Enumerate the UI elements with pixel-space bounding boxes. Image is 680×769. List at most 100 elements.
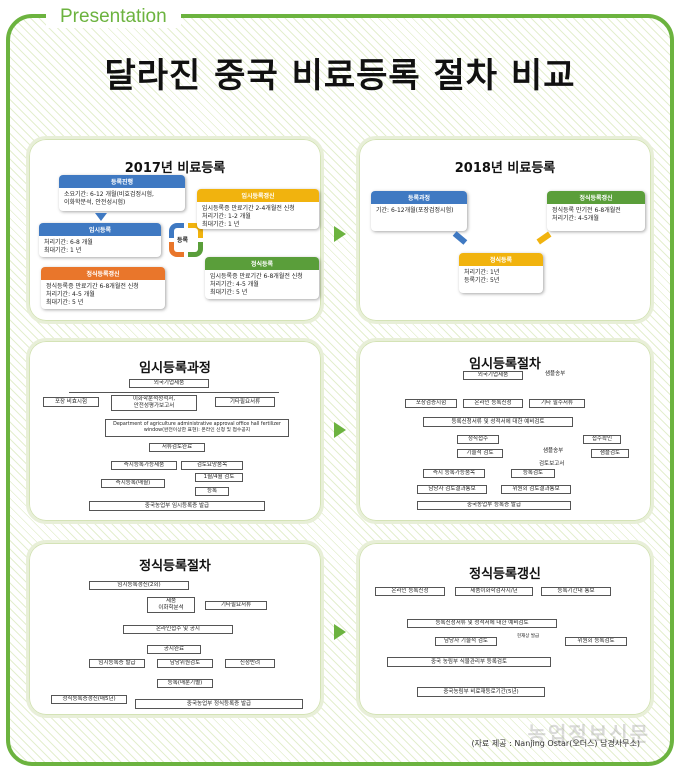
flow-node: 신청반려 [225,659,275,668]
panel-2018: 2018년 비료등록 등록과정 기간: 6-12개월(포장검정시험) 정식등록 … [356,136,654,324]
card-header: 정식등록갱신 [547,191,645,204]
panel-title: 2017년 비료등록 [124,161,226,176]
node-line: 이화학분석 [158,605,184,611]
card-header: 등록진행 [59,175,185,188]
flow-node: 1월/4월 검토 [195,473,243,482]
flow-node: 검토요망품목 [181,461,243,470]
flow-node: 위원회 등록검토 [565,637,627,646]
panel-temp-process: 임시등록과정 외국기업제품 포장 비효시험 이화학분석성적서,안전성평가보고서 … [26,338,324,524]
flow-node: 임시등록증 발급 [89,659,145,668]
node-line: 이화학분석성적서, [132,396,176,403]
flow-node: 중국농림부 비료재등로기간(5년) [417,687,545,697]
card-registration-process: 등록과정 기간: 6-12개월(포장검정시험) [371,191,467,231]
watermark: 농업정보신문 [527,722,650,746]
panel-title: 임시등록과정 [139,361,211,376]
flow-node: 중국농업부 등록증 발급 [417,501,571,510]
cycle-icon [169,223,203,257]
panel-title: 임시등록절차 [469,357,541,372]
flow-node: 기타 필수서류 [529,399,585,408]
flow-node: 즉시등록(매월) [101,479,165,488]
flow-node: 포장 비효시험 [43,397,99,407]
card-line: 정식등록증 만료기간 6-8개월전 신청 [46,283,139,290]
flow-node: Department of agriculture administrative… [105,419,289,437]
panel-formal-renewal: 정식등록갱신 온라인 등록신청 제품이화학검사시/년 등록기간내 통보 등록신청… [356,540,654,718]
panel-title: 정식등록갱신 [469,567,541,582]
cycle-label: 등록 [177,237,189,244]
card-line: 임시등록증 만료기간 2-4개월전 신청 [202,205,295,212]
flow-node: 서류검토완료 [149,443,205,452]
node-line: window(완전이상한 표현): 온라인 신청 및 접수공지 [143,428,251,433]
card-registration-progress: 등록진행 소요기간: 6-12 개월(비효검정시험,이화학분석, 안전성시험) [59,175,185,211]
source-note: (자료 제공 : Nanjing Ostar(오더스) 남경사무소) [471,739,640,748]
right-arrow-icon [334,624,346,640]
card-line: 임시등록증 만료기간 6-8개월전 신청 [210,273,303,280]
flow-node: 온라인 등록신청 [375,587,445,596]
card-line: 기간: 6-12개월(포장검정시험) [376,207,454,214]
flow-node: 등록검토 [511,469,555,478]
flow-node: 중국농업부 임시등록증 발급 [89,501,265,511]
flow-node: 온라인접수 및 공지 [123,625,233,634]
flow-node: 제품이화학검사시/년 [455,587,533,596]
right-arrow-icon [334,422,346,438]
card-line: 처리기간: 4-5개월 [552,214,599,222]
card-line: 소요기간: 6-12 개월(비효검정시험, [64,191,154,198]
flow-node: 담당자 기술적 검토 [435,637,497,646]
card-line: 최대기간: 5 년 [210,288,248,296]
flow-node: 임시등록갱신(2회) [89,581,189,590]
flow-node: 중국농업부 정식등록증 발급 [135,699,303,709]
panel-title: 정식등록절차 [139,559,211,574]
side-label: 현재상 발급 [517,634,540,639]
flow-node: 공지완료 [147,645,201,654]
card-line: 처리기간: 1년 [464,269,500,276]
card-header: 등록과정 [371,191,467,204]
right-arrow-icon [334,226,346,242]
card-line: 처리기간: 1-2 개월 [202,212,251,220]
card-line: 최대기간: 1 년 [44,246,82,254]
flow-node: 기술적 검토 [457,449,503,458]
arrow-icon [536,231,552,245]
flow-node: 샘플검토 [591,449,629,458]
section-tag: Presentation [46,6,181,28]
card-header: 임시등록 [39,223,161,236]
card-header: 정식등록갱신 [41,267,165,280]
card-line: 처리기간: 4-5 개월 [210,280,259,288]
flow-node: 등록(매분기별) [157,679,213,688]
card-header: 정식등록 [205,257,319,270]
flow-node: 이화학분석성적서,안전성평가보고서 [111,395,197,411]
side-label: 샘플송부 [545,371,566,377]
card-line: 처리기간: 6-8 개월 [44,239,93,246]
flow-node: 즉시등록가능제품 [111,461,177,470]
flow-node: 위원회 검토결과통보 [501,485,571,494]
down-arrow [95,213,107,221]
arrow-icon [452,231,468,245]
flow-node: 온라인 등록신청 [463,399,523,408]
flow-node: 외국기업제품 [129,379,209,388]
flow-node: 등록 [195,487,229,496]
node-line: 제품 [165,598,177,605]
flow-node: 외국기업제품 [463,371,523,380]
card-line: 최대기간: 5 년 [46,298,84,306]
panel-title: 2018년 비료등록 [454,161,556,176]
node-line: Department of agriculture administrative… [113,422,281,428]
flow-node: 정식등록증갱신(매5년) [51,695,127,704]
flow-node: 기타필요서류 [215,397,275,407]
flow-node: 기타필요서류 [205,601,267,610]
node-line: 안전성평가보고서 [133,403,175,409]
card-line: 이화학분석, 안전성시험) [64,198,126,206]
flow-node: 정식접수 [457,435,499,444]
flow-node: 접수확인 [583,435,621,444]
panel-2017: 2017년 비료등록 등록진행 소요기간: 6-12 개월(비효검정시험,이화학… [26,136,324,324]
panel-temp-registration: 임시등록절차 외국기업제품 샘플송부 포장검증시험 온라인 등록신청 기타 필수… [356,338,654,524]
flow-node: 담당자 검토결과통보 [417,485,487,494]
flow-node: 포장검증시험 [405,399,457,408]
side-label: 검토보고서 [539,461,565,467]
card-header: 정식등록 [459,253,543,266]
